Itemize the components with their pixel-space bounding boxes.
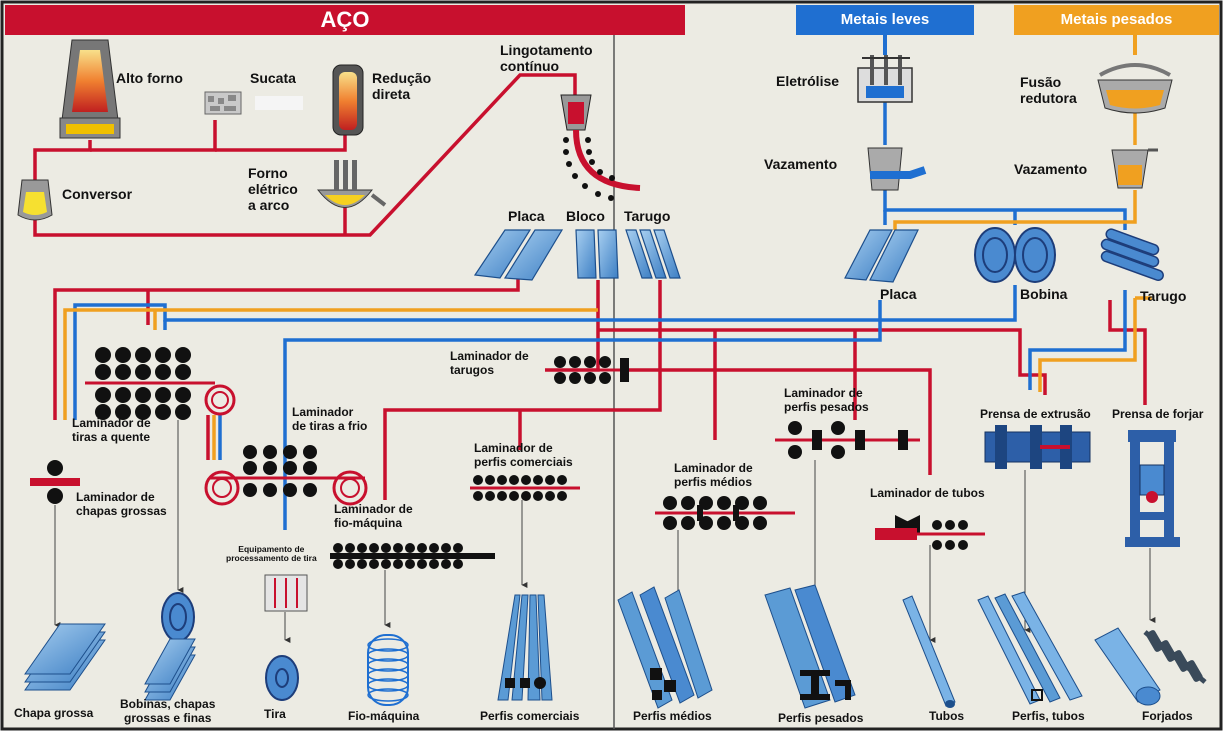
cold-strip-mill-icon	[204, 445, 368, 506]
medium-section-mill-icon	[655, 496, 795, 530]
placa-label: Placa	[508, 208, 545, 224]
merchant-bars-product-icon	[497, 594, 553, 701]
strip-product-icon	[265, 655, 299, 701]
metal-slab-icon	[844, 229, 919, 283]
billet-mill-icon	[545, 356, 640, 384]
blast-furnace-icon	[59, 39, 121, 139]
vazamento-leves-label: Vazamento	[764, 156, 838, 172]
bloco-label: Bloco	[566, 208, 605, 224]
aco-header: AÇO	[320, 7, 370, 32]
alto-forno-label: Alto forno	[116, 70, 183, 86]
strip-connector	[206, 415, 222, 460]
billet-bundle-icon	[1100, 228, 1164, 282]
sucata-label: Sucata	[250, 70, 296, 86]
reduction-melting-icon	[1097, 63, 1173, 114]
bobina-label: Bobina	[1020, 286, 1068, 302]
metais-leves-header-bar	[796, 5, 974, 35]
extrusion-press-icon	[984, 425, 1091, 469]
aco-header-bar	[5, 5, 685, 35]
plate-mill-icon	[30, 460, 80, 504]
heavy-metal-flow-lines	[63, 110, 1152, 420]
placa-metais-label: Placa	[880, 286, 917, 302]
conversor-label: Conversor	[62, 186, 133, 202]
coil-metal-icon	[974, 227, 1056, 283]
prensa-extrusao-label: Prensa de extrusão	[980, 407, 1091, 421]
casting-heavy-icon	[1111, 148, 1158, 189]
converter-icon	[17, 179, 53, 221]
scrap-icon	[204, 91, 242, 115]
prensa-forjar-label: Prensa de forjar	[1112, 407, 1204, 421]
merchant-mill-icon	[470, 475, 580, 501]
perfis-comerciais-label: Perfis comerciais	[480, 709, 580, 723]
tira-label: Tira	[264, 707, 286, 721]
tubes-product-icon	[902, 595, 956, 708]
wire-rod-mill-icon	[330, 543, 495, 569]
tubos-label: Tubos	[929, 709, 965, 723]
forgings-product-icon	[1094, 627, 1207, 706]
forging-press-icon	[1125, 430, 1180, 547]
laminador-tubos-label: Laminador de tubos	[870, 486, 985, 500]
coil-product-icon	[161, 592, 195, 642]
vazamento-pesados-label: Vazamento	[1014, 161, 1088, 177]
eletrolise-label: Eletrólise	[776, 73, 840, 89]
metais-pesados-header-bar	[1014, 5, 1219, 35]
electric-arc-furnace-icon	[316, 160, 387, 208]
light-metal-flow-lines	[73, 100, 1127, 530]
casting-light-icon	[867, 147, 927, 191]
electrolysis-icon	[857, 55, 913, 103]
metais-pesados-header: Metais pesados	[1060, 11, 1173, 28]
bloom-icon	[575, 229, 619, 279]
perfis-tubos-label: Perfis, tubos	[1012, 709, 1085, 723]
profiles-tubes-product-icon	[977, 591, 1083, 705]
heavy-plate-product-icon	[24, 623, 106, 691]
tarugo-label: Tarugo	[624, 208, 671, 224]
heavy-sections-product-icon	[764, 584, 856, 709]
tarugo-metais-label: Tarugo	[1140, 288, 1187, 304]
tube-mill-icon	[875, 515, 985, 550]
wire-rod-product-icon	[367, 634, 409, 706]
chapa-grossa-label: Chapa grossa	[14, 706, 94, 720]
sheet-product-icon	[144, 638, 196, 701]
heavy-section-mill-icon	[775, 421, 920, 459]
perfis-pesados-label: Perfis pesados	[778, 711, 864, 725]
hot-strip-mill-icon	[85, 347, 236, 420]
scrap-blank	[255, 96, 303, 110]
metais-leves-header: Metais leves	[840, 11, 930, 28]
perfis-medios-label: Perfis médios	[633, 709, 712, 723]
strip-processing-equipment-icon	[264, 574, 308, 612]
forjados-label: Forjados	[1142, 709, 1193, 723]
medium-sections-product-icon	[617, 586, 713, 709]
fio-maquina-product-label: Fio-máquina	[348, 709, 420, 723]
direct-reduction-icon	[332, 64, 364, 136]
billet-icon	[625, 229, 681, 279]
continuous-casting-icon	[560, 94, 641, 201]
slab-icon	[473, 229, 564, 281]
